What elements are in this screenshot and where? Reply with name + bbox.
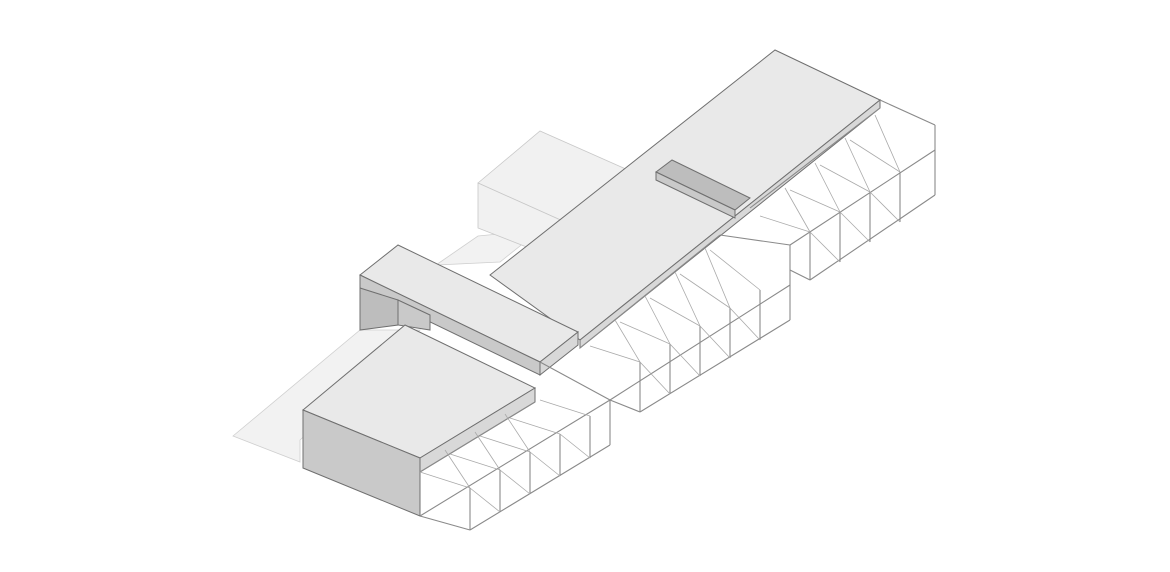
frame-middle-segment [579, 234, 791, 413]
central-roof-slab [489, 49, 881, 350]
front-box-volume [302, 324, 537, 517]
frame-front-segment [419, 361, 611, 531]
bridge-volume [359, 244, 579, 377]
frame-rear-segment [749, 99, 936, 281]
